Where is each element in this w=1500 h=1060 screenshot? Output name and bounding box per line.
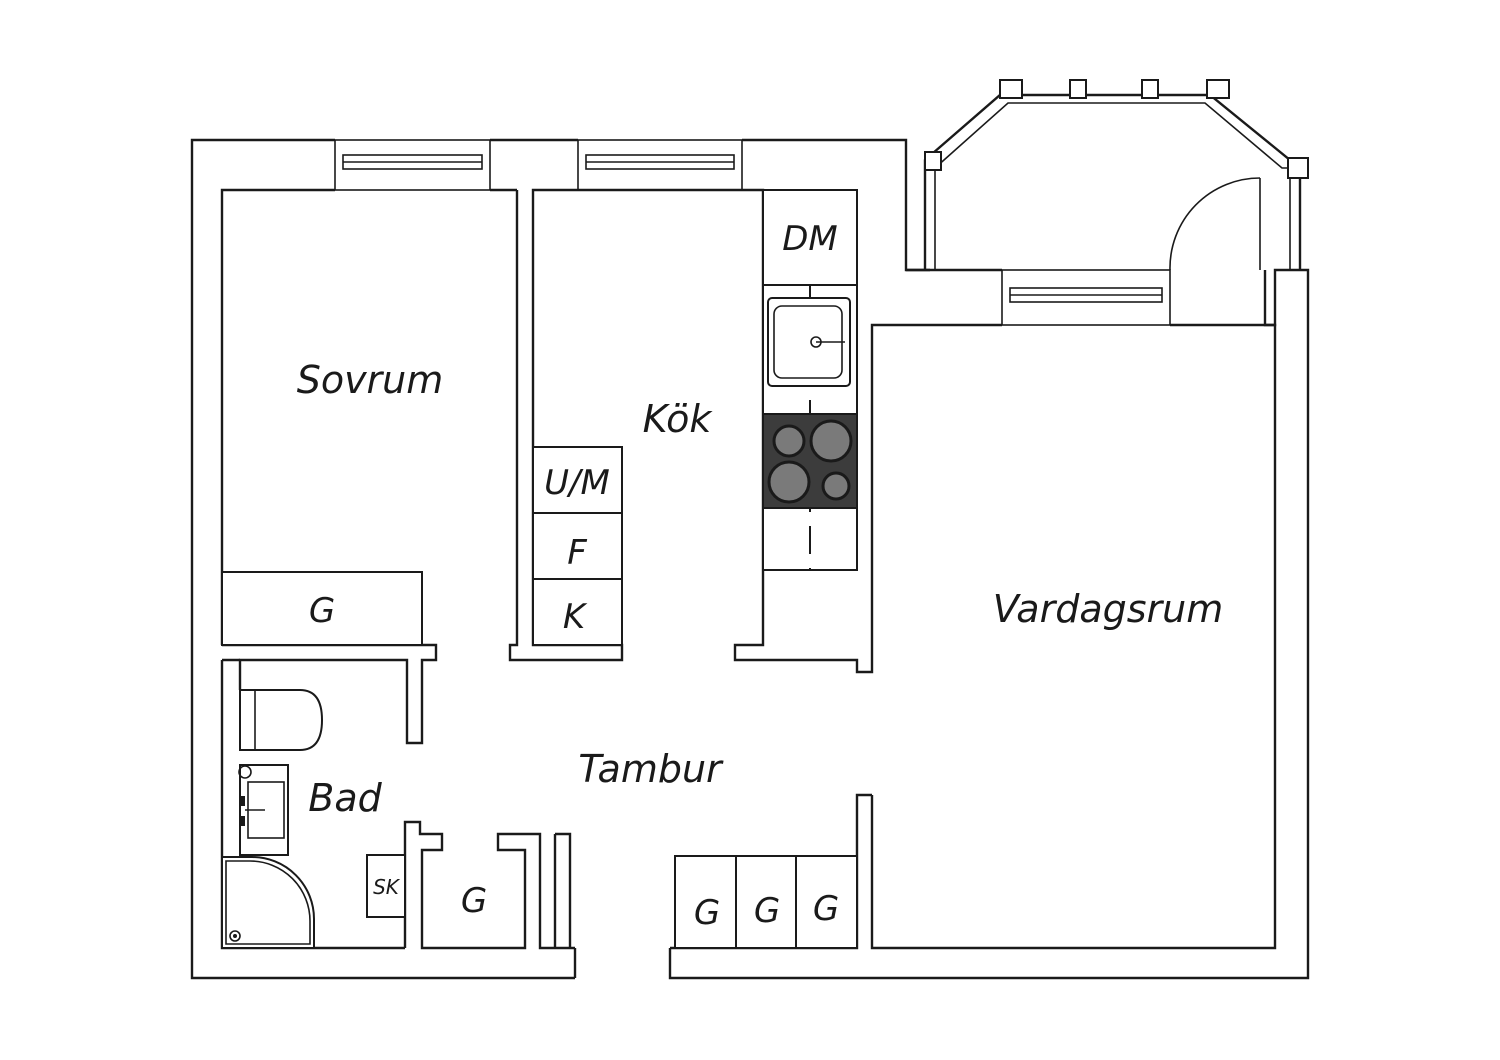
shower-icon	[221, 856, 315, 949]
closet-3-label: G	[813, 889, 839, 929]
toilet-icon	[239, 689, 324, 751]
hall-closet-label: G	[461, 881, 487, 921]
wardrobe-sovrum-label: G	[309, 591, 335, 631]
closet-2-label: G	[754, 891, 780, 931]
room-label-kok: Kök	[643, 397, 714, 441]
kitchen-left-cabinets	[532, 446, 623, 646]
room-label-sovrum: Sovrum	[297, 358, 444, 402]
window-icon	[1001, 269, 1171, 326]
stove-icon	[762, 413, 858, 509]
window-post	[1069, 79, 1087, 99]
window-post	[1287, 157, 1309, 179]
room-label-bad: Bad	[308, 776, 382, 820]
cabinet-f-label: F	[567, 533, 587, 573]
cabinet-sk-label: SK	[373, 875, 401, 899]
room-label-vardagsrum: Vardagsrum	[993, 587, 1224, 631]
bay-window	[923, 79, 1309, 270]
window-post	[1141, 79, 1159, 99]
sink-icon	[767, 297, 851, 387]
window-icon	[577, 139, 743, 191]
window-icon	[334, 139, 491, 191]
cabinet-sk	[366, 854, 406, 918]
room-label-tambur: Tambur	[578, 747, 724, 791]
closet-row	[674, 855, 858, 949]
window-post	[999, 79, 1023, 99]
dishwasher	[762, 189, 858, 286]
cabinet-um-label: U/M	[544, 463, 610, 503]
wardrobe-sovrum	[221, 571, 423, 646]
washbasin-icon	[238, 764, 289, 856]
dishwasher-label: DM	[782, 219, 838, 259]
window-post	[1206, 79, 1230, 99]
cabinet-k-label: K	[563, 597, 588, 637]
outer-walls	[190, 138, 1310, 980]
window-post	[924, 151, 942, 171]
closet-1-label: G	[694, 893, 720, 933]
door-swing-icon	[1169, 177, 1261, 271]
